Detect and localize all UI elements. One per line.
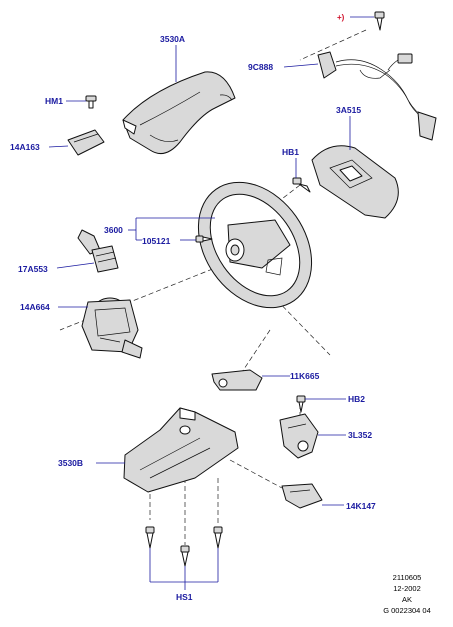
clip-14a163 xyxy=(67,129,105,156)
label-3530A: 3530A xyxy=(160,34,185,44)
drawing-code: AK xyxy=(402,595,412,604)
bolt-hb1 xyxy=(292,177,311,193)
wiring-harness xyxy=(317,51,437,141)
label-105121: 105121 xyxy=(142,236,171,246)
label-HM1: HM1 xyxy=(45,96,63,106)
label-HB1: HB1 xyxy=(282,147,299,157)
screw-hs1-right xyxy=(213,526,223,549)
screw-hs1-center xyxy=(180,545,190,567)
drawing-date: 12-2002 xyxy=(393,584,421,593)
bolt-105121 xyxy=(195,235,213,243)
label-14K147: 14K147 xyxy=(346,501,376,511)
label-9C888: 9C888 xyxy=(248,62,273,72)
label-HB2: HB2 xyxy=(348,394,365,404)
label-17A553: 17A553 xyxy=(18,264,48,274)
bolt-hb2 xyxy=(296,395,306,413)
connector-14k147 xyxy=(281,483,323,509)
drawing-reference: G 0022304 04 xyxy=(383,606,431,615)
clockspring-switch-assembly xyxy=(81,297,143,359)
upper-column-shroud xyxy=(122,71,236,155)
lower-column-shroud xyxy=(123,407,239,493)
label-HS1: HS1 xyxy=(176,592,193,602)
torx-bolt-top xyxy=(374,11,385,31)
steering-wheel xyxy=(197,181,313,309)
wiper-switch xyxy=(77,229,119,273)
label-3L352: 3L352 xyxy=(348,430,372,440)
drawing-meta: 2110605 12-2002 AK G 0022304 04 xyxy=(383,573,431,615)
bracket-3l352 xyxy=(279,413,319,459)
rivet-hm1 xyxy=(85,95,97,109)
label-14A163: 14A163 xyxy=(10,142,40,152)
screw-hs1-left xyxy=(145,526,155,549)
label-11K665: 11K665 xyxy=(290,371,320,381)
drawing-number: 2110605 xyxy=(393,573,422,582)
label-14A664: 14A664 xyxy=(20,302,50,312)
label-3A515: 3A515 xyxy=(336,105,361,115)
airbag-module xyxy=(311,145,399,219)
label-3530B: 3530B xyxy=(58,458,83,468)
note-marker: +) xyxy=(337,13,345,22)
label-3600: 3600 xyxy=(104,225,123,235)
hs1-leader xyxy=(149,548,219,590)
sensor-11k665 xyxy=(211,369,263,391)
